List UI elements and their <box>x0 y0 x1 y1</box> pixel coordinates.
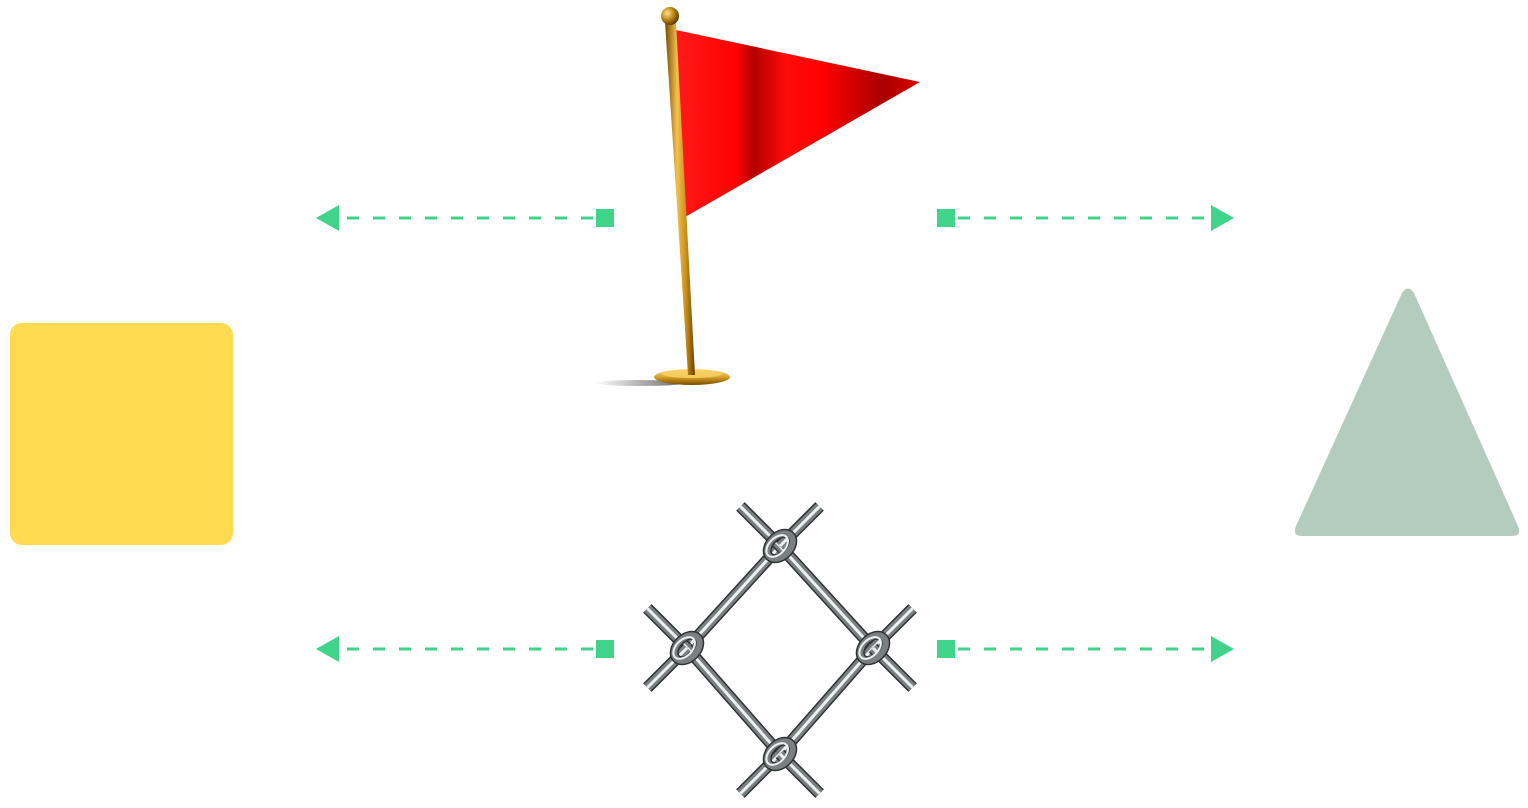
connector-fence-to-left[interactable] <box>316 636 614 662</box>
connector-source-square <box>596 640 614 658</box>
connector-source-square <box>937 640 955 658</box>
connector-arrows <box>316 205 1234 662</box>
fence-stub-bottom-a-shine <box>740 754 780 794</box>
fence-stub-right-a-shine <box>873 608 913 648</box>
fence-wire-bottom-right-shine <box>780 648 873 754</box>
chain-link-fence-icon[interactable] <box>647 506 912 793</box>
connector-arrowhead <box>1211 205 1234 231</box>
green-triangle-shape[interactable] <box>1295 289 1519 537</box>
connector-flag-to-right[interactable] <box>937 205 1234 231</box>
flag-cloth <box>676 30 920 217</box>
connector-source-square <box>937 209 955 227</box>
connector-arrowhead <box>316 636 339 662</box>
connector-fence-to-right[interactable] <box>937 636 1234 662</box>
red-flag-icon[interactable] <box>595 7 920 386</box>
connector-arrowhead <box>316 205 339 231</box>
fence-stub-left-b-shine <box>647 648 687 688</box>
connector-source-square <box>596 209 614 227</box>
connector-arrowhead <box>1211 636 1234 662</box>
fence-wire-top-right-shine <box>780 546 873 648</box>
yellow-square-shape[interactable] <box>10 323 233 545</box>
fence-stub-top-b-shine <box>780 506 820 546</box>
connector-flag-to-left[interactable] <box>316 205 614 231</box>
fence-wire-bottom-left-shine <box>687 648 780 754</box>
flag-knob <box>661 7 679 25</box>
fence-wire-top-left-shine <box>687 546 780 648</box>
